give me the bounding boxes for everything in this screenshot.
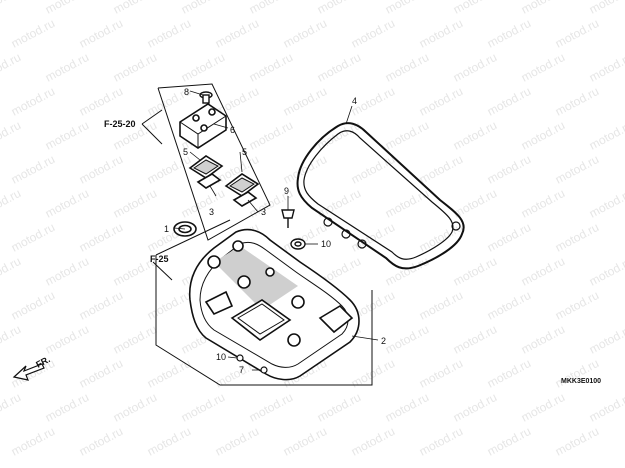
reference-f-25-20: F-25-20 <box>104 119 136 129</box>
leader-lines <box>173 90 379 371</box>
head-cover-gasket <box>296 122 465 270</box>
callout-3-right: 3 <box>261 207 266 217</box>
callout-5-right: 5 <box>242 147 247 157</box>
front-direction-label: FR. <box>34 354 51 370</box>
callout-5-left: 5 <box>183 147 188 157</box>
callout-6: 6 <box>230 125 235 135</box>
cylinder-head-cover <box>188 228 360 381</box>
callout-10-upper: 10 <box>216 352 226 362</box>
breather-cap <box>179 103 227 149</box>
callout-9: 10 <box>321 239 331 249</box>
reference-f-25: F-25 <box>150 254 169 264</box>
bolt-10-upper <box>236 354 244 362</box>
bolt-10-lower <box>260 366 268 374</box>
reed-valve-left <box>188 155 224 189</box>
callout-2: 2 <box>381 336 386 346</box>
front-direction-arrow: FR. <box>12 354 52 381</box>
bolt-7 <box>199 91 213 104</box>
bolt-8 <box>281 209 295 228</box>
callout-3-left: 3 <box>209 207 214 217</box>
callout-1: 1 <box>164 224 169 234</box>
diagram-code: MKK3E0100 <box>561 378 601 385</box>
callout-7: 8 <box>184 87 189 97</box>
callout-8: 9 <box>284 186 289 196</box>
assembly-frame <box>155 83 373 386</box>
callout-10-lower: 7 <box>239 365 244 375</box>
callout-4: 4 <box>352 96 357 106</box>
reed-valve-right <box>224 173 260 207</box>
washer-9 <box>290 238 306 250</box>
